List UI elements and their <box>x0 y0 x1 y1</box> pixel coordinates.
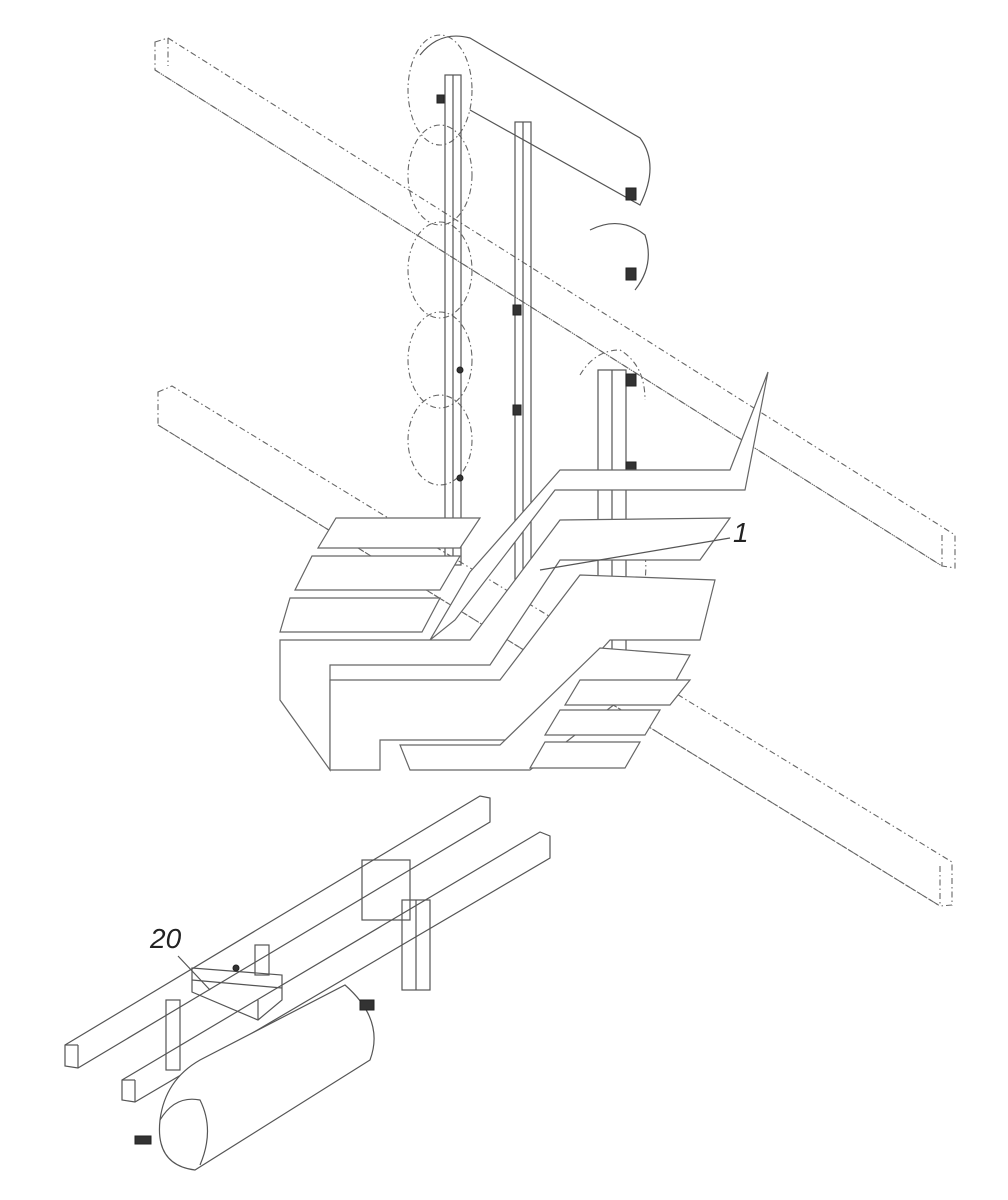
callout-1-leader <box>539 537 731 571</box>
callout-part-1: 1 <box>733 517 749 548</box>
callout-20-leader <box>177 955 211 991</box>
lower-bracket-plate <box>361 859 431 991</box>
upper-frame-rail <box>154 37 956 569</box>
tank-upper-horizontal <box>419 35 651 291</box>
bracket-left <box>444 74 462 566</box>
lower-tank <box>134 984 375 1171</box>
mount-bracket-part-20 <box>165 944 283 1071</box>
lower-rail-right <box>121 831 551 1103</box>
lower-rail-left <box>64 795 491 1069</box>
callout-part-20: 20 <box>150 923 182 954</box>
watermark-logo <box>279 371 769 772</box>
tank-stack-left <box>407 34 473 486</box>
